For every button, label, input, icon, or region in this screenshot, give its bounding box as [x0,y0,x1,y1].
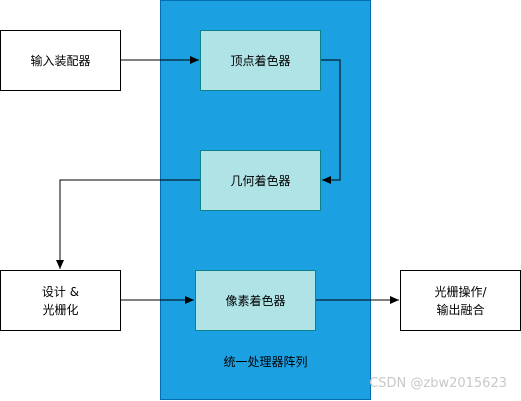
edge-geometry-to-setup [56,179,200,269]
watermark: CSDN @zbw2015623 [369,376,507,391]
input-assembler-label: 输入装配器 [30,53,91,68]
pixel-shader-label: 像素着色器 [225,293,286,308]
pixel-shader-node: 像素着色器 [195,270,316,331]
raster-output-label: 光栅操作/ 输出融合 [434,284,487,317]
setup-rasterization-node: 设计 & 光栅化 [0,270,121,331]
raster-output-node: 光栅操作/ 输出融合 [400,270,521,331]
vertex-shader-node: 顶点着色器 [200,30,321,91]
setup-rasterization-label: 设计 & 光栅化 [41,284,80,317]
geometry-shader-label: 几何着色器 [230,173,291,188]
geometry-shader-node: 几何着色器 [200,150,321,211]
vertex-shader-label: 顶点着色器 [230,53,291,68]
input-assembler-node: 输入装配器 [0,30,121,91]
edge-vertex-to-geometry [320,59,341,184]
unified-processor-array-label: 统一处理器阵列 [223,355,308,369]
